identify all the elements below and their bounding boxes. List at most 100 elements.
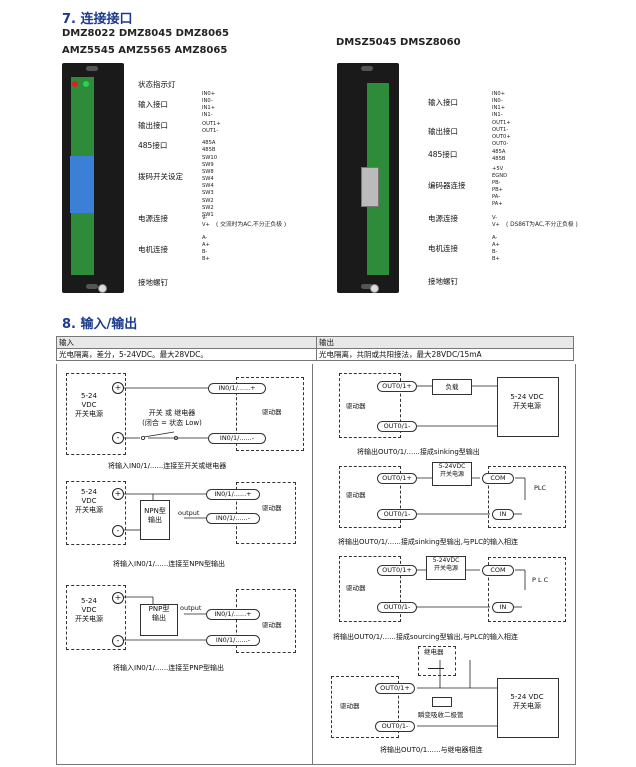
right-driver-image <box>337 63 399 293</box>
left-pins-switch: SW10 SW9 SW8 SW4 SW4 SW3 SW2 SW2 SW1 <box>202 155 217 219</box>
out2-out-pos: OUT0/1+ <box>377 473 417 484</box>
out2-caption: 将输出OUT0/1/......接成sinking型输出,与PLC的输入相连 <box>338 538 519 546</box>
in1-in-pos: IN0/1/......+ <box>208 383 266 394</box>
mount-hole-bottom <box>361 284 373 289</box>
in3-pnp-device <box>140 604 178 636</box>
out3-caption: 将输出OUT0/1/......接成sourcing型输出,与PLC的输入相连 <box>333 633 518 641</box>
pin: SW4 <box>202 183 214 190</box>
line: 5-24 VDC <box>510 693 544 701</box>
left-label-dip: 拨码开关设定 <box>138 172 183 181</box>
out4-driver-label: 驱动器 <box>340 702 360 710</box>
left-pins-output: OUT1+ OUT1- <box>202 121 221 135</box>
out3-driver-box <box>339 556 401 622</box>
in3-supply-box <box>66 585 126 650</box>
line: 输出 <box>148 516 162 524</box>
out4-supply-box <box>497 678 559 738</box>
in2-caption: 将输入IN0/1/......连接至NPN型输出 <box>113 560 225 568</box>
line: 5-24 <box>81 597 97 605</box>
pin: V- <box>492 215 498 221</box>
out4-driver-box <box>331 676 399 738</box>
status-led-red <box>72 81 78 87</box>
line: 5-24 <box>81 392 97 400</box>
pin: OUT0+ <box>492 134 511 141</box>
in3-pnp-label: PNP型 输出 <box>140 605 178 623</box>
pin: OUT1- <box>492 127 509 134</box>
pin: IN1+ <box>202 105 216 112</box>
dip-switch-block <box>70 156 94 213</box>
encoder-connector <box>361 167 379 207</box>
out3-plc-label: P L C <box>532 576 549 584</box>
pin: EGND <box>492 173 508 180</box>
left-label-485: 485接口 <box>138 141 168 150</box>
out3-in: IN <box>492 602 514 613</box>
out4-diode-icon <box>432 697 452 707</box>
out2-plc-box <box>488 466 566 528</box>
left-power-note: ( 交流时为AC,不分正负极 ) <box>216 222 287 228</box>
out4-out-neg: OUT0/1- <box>375 721 415 732</box>
in2-supply-box <box>66 481 126 545</box>
pin: B+ <box>492 256 500 263</box>
pin: V+ <box>492 222 500 229</box>
in2-supply-label: 5-24 VDC 开关电源 <box>68 488 110 515</box>
line: 开关电源 <box>433 565 458 572</box>
line: 开关电源 <box>439 471 464 478</box>
pin: +5V <box>492 166 504 172</box>
in3-in-neg: IN0/1/......- <box>206 635 260 646</box>
left-label-output: 输出接口 <box>138 121 168 130</box>
pin: SW2 <box>202 197 214 204</box>
out3-supply-box <box>426 556 466 580</box>
pin: 485B <box>202 147 216 154</box>
right-pins-485: 485A 485B <box>492 149 505 163</box>
in1-supply-label: 5-24 VDC 开关电源 <box>68 392 110 419</box>
line: 5-24 VDC <box>510 393 544 401</box>
left-pins-motor: A- A+ B- B+ <box>202 235 210 263</box>
pin: SW3 <box>202 190 214 197</box>
in2-npn-label: NPN型 输出 <box>140 507 170 525</box>
in1-caption: 将输入IN0/1/......连接至开关或继电器 <box>108 462 227 470</box>
right-label-motor: 电机连接 <box>428 244 458 253</box>
out3-supply-label: 5-24VDC 开关电源 <box>426 557 466 573</box>
right-driver-ground-screw <box>370 284 379 293</box>
right-pins-output: OUT1+ OUT1- OUT0+ OUT0- <box>492 120 511 148</box>
out4-relay-contact-icon <box>428 662 444 669</box>
pin: V- <box>202 215 208 221</box>
out1-driver-box <box>339 373 401 438</box>
left-pins-power: V- V+ <box>202 215 210 229</box>
pin: IN0- <box>492 98 503 105</box>
out1-supply-label: 5-24 VDC 开关电源 <box>497 393 557 411</box>
line: 开关电源 <box>513 702 541 710</box>
out4-caption: 将输出OUT0/1......与继电器相连 <box>380 746 483 754</box>
line: PNP型 <box>148 605 170 613</box>
in2-npn-device <box>140 500 170 540</box>
pin: A- <box>492 235 498 241</box>
left-driver-image <box>62 63 124 293</box>
pin: SW4 <box>202 176 214 183</box>
io-desc-out: 光电隔离，共阴或共阳接法，最大28VDC/15mA <box>316 348 574 361</box>
pin: OUT1+ <box>202 121 221 127</box>
out3-com: COM <box>482 565 514 576</box>
status-led-green <box>83 81 89 87</box>
pin: SW10 <box>202 155 218 161</box>
right-label-485: 485接口 <box>428 150 458 159</box>
in1-minus-terminal: - <box>112 432 124 444</box>
line: 5-24 <box>81 488 97 496</box>
pin: PB+ <box>492 187 504 194</box>
pin: A- <box>202 235 208 241</box>
left-label-motor: 电机连接 <box>138 245 168 254</box>
pin: SW9 <box>202 162 214 169</box>
pin: SW8 <box>202 169 214 176</box>
in3-output-label: output <box>180 604 202 612</box>
pin: 485B <box>492 156 506 163</box>
out1-driver-label: 驱动器 <box>346 402 366 410</box>
line: 开关电源 <box>75 615 103 623</box>
out1-load: 负载 <box>432 379 472 395</box>
out4-relay-label: 继电器 <box>424 648 444 656</box>
mount-hole-top <box>361 66 373 71</box>
right-pins-input: IN0+ IN0- IN1+ IN1- <box>492 91 505 119</box>
in1-driver-label: 驱动器 <box>262 408 282 416</box>
pin: IN0+ <box>492 91 506 97</box>
section7-title: 7. 连接接口 <box>62 12 133 27</box>
left-models-line1: DMZ8022 DMZ8045 DMZ8065 <box>62 28 229 39</box>
in3-caption: 将输入IN0/1/......连接至PNP型输出 <box>113 664 224 672</box>
